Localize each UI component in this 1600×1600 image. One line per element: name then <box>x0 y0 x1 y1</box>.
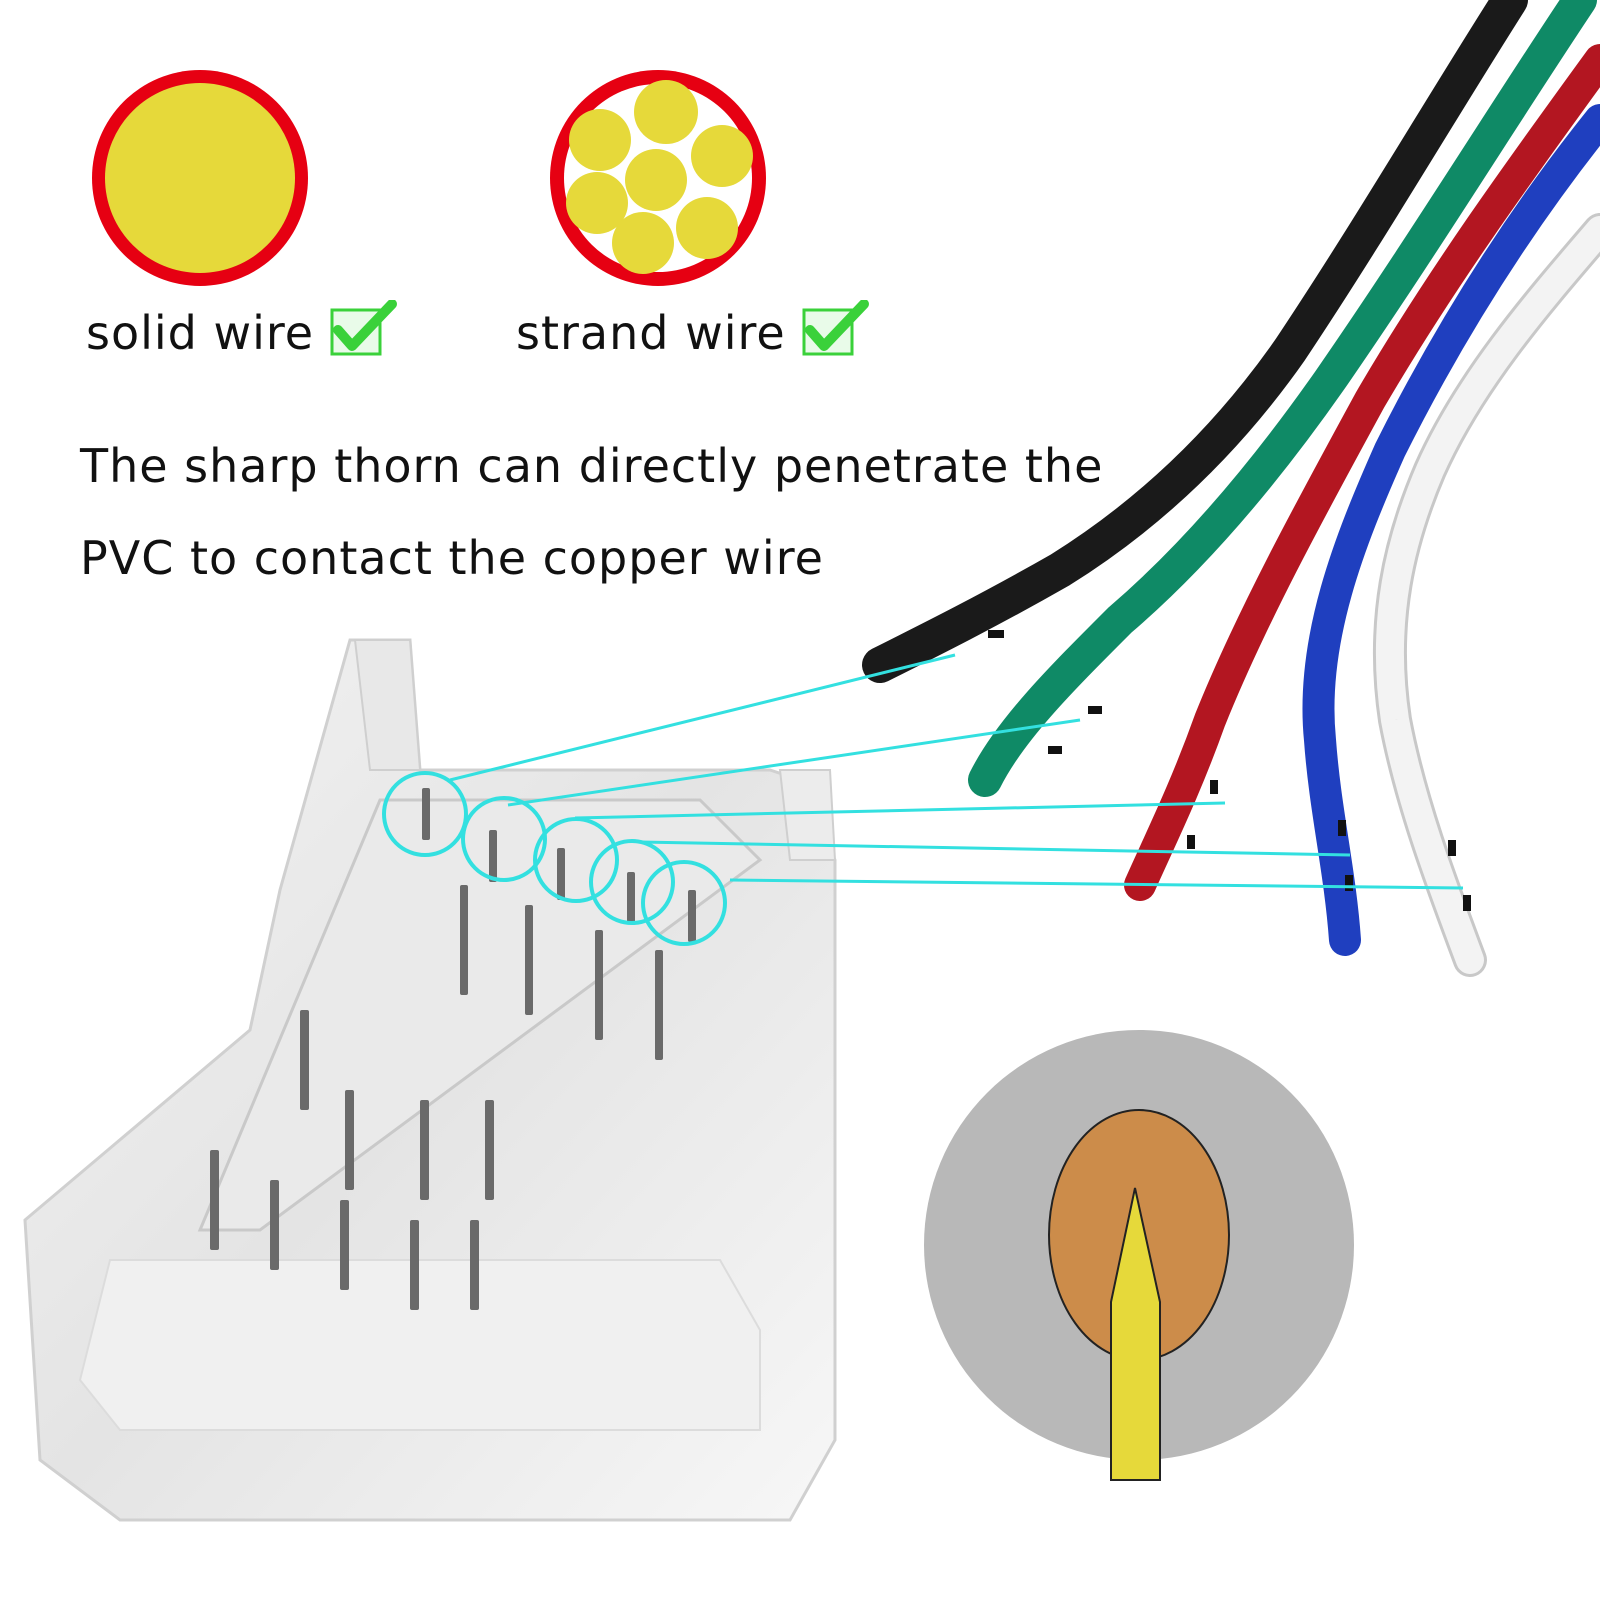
caption-line-2: PVC to contact the copper wire <box>80 531 824 585</box>
solid-wire-cross-section <box>92 70 308 286</box>
thorn-cross-section <box>924 1030 1354 1481</box>
wire-blue <box>1302 104 1600 956</box>
strand-wire-cross-section <box>550 70 766 286</box>
leader-lines <box>449 653 1464 890</box>
caption-line-1: The sharp thorn can directly penetrate t… <box>80 439 1104 493</box>
wire-tip-marks <box>988 630 1471 911</box>
strand-wire-label-row: strand wire <box>516 299 870 365</box>
solid-wire-label: solid wire <box>86 305 315 360</box>
check-icon <box>800 299 870 365</box>
highlight-circles <box>382 771 727 946</box>
strand-wire-label: strand wire <box>516 305 786 360</box>
solid-wire-label-row: solid wire <box>86 299 398 365</box>
wire-bundle <box>862 0 1600 977</box>
connector <box>23 638 837 1522</box>
wire-black <box>862 0 1528 683</box>
wire-green <box>968 0 1597 797</box>
check-icon <box>328 299 398 365</box>
wire-red <box>1124 44 1600 901</box>
caption: The sharp thorn can directly penetrate t… <box>80 420 1104 604</box>
